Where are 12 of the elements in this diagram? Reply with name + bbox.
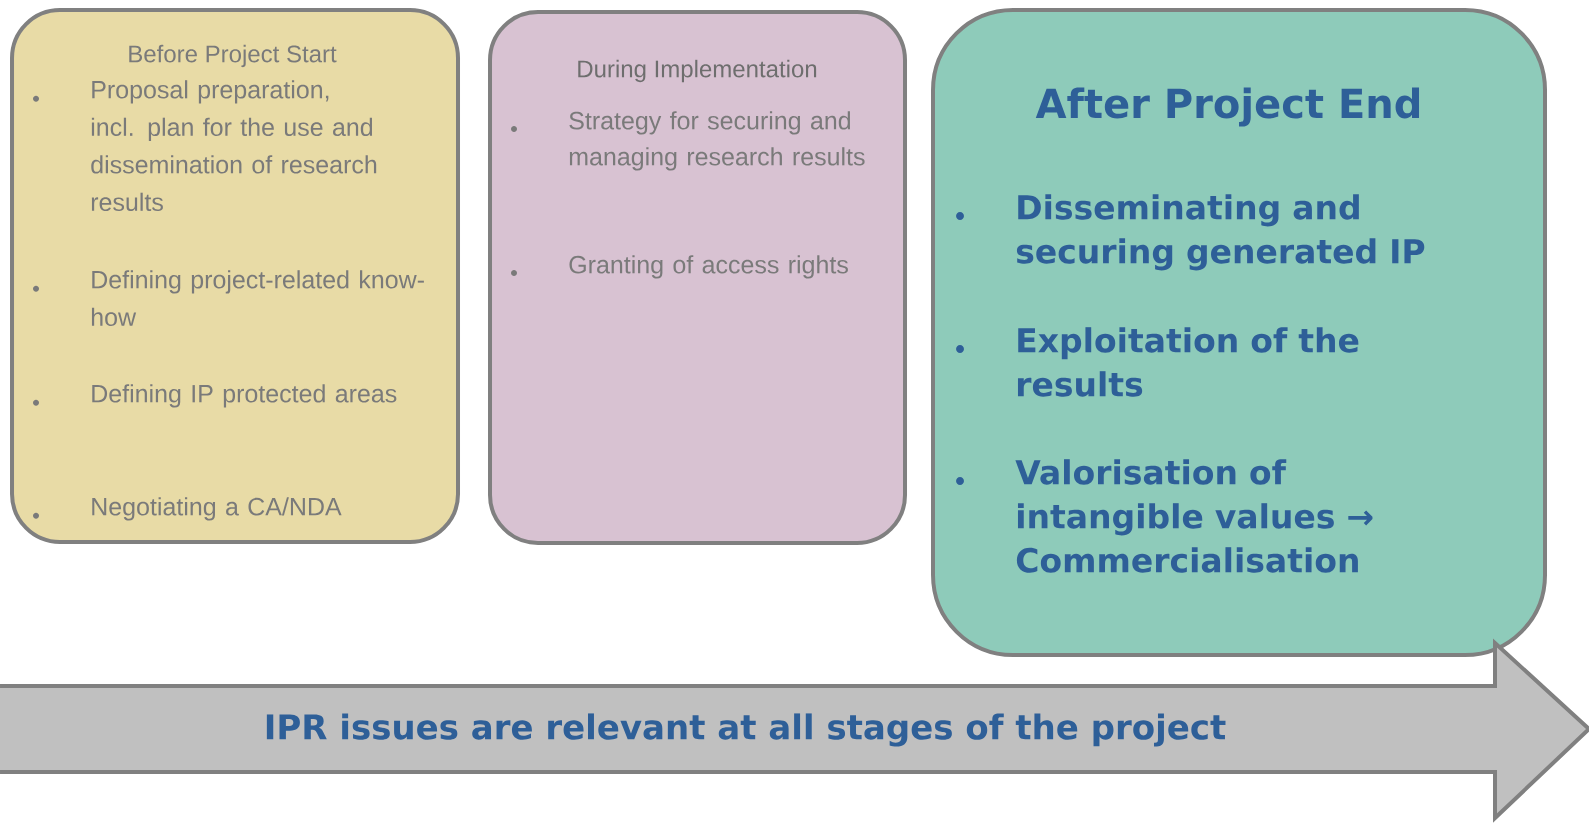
bullet-item: Proposal preparation, incl. plan for the use and dissemination of research results: [33, 80, 377, 212]
box-heading: Before Project Start: [129, 44, 337, 68]
bullet-item: Negotiating a CA/NDA: [33, 497, 342, 521]
bullet-item: Defining IP protected areas: [33, 384, 397, 408]
bullet-item: Granting of access rights: [511, 255, 848, 279]
box-heading: After Project End: [1035, 87, 1419, 127]
bullet-item: Strategy for securing and managing research results: [511, 111, 865, 171]
bullet-item: Defining project-related know-how: [33, 270, 424, 327]
bullet-item: Disseminating and securing generated IP: [956, 194, 1425, 271]
bullet-item: Exploitation of the results: [956, 327, 1359, 397]
bullet-item: Valorisation of intangible values → Commercialisation: [956, 459, 1373, 573]
box-heading: During Implementation: [578, 59, 817, 83]
